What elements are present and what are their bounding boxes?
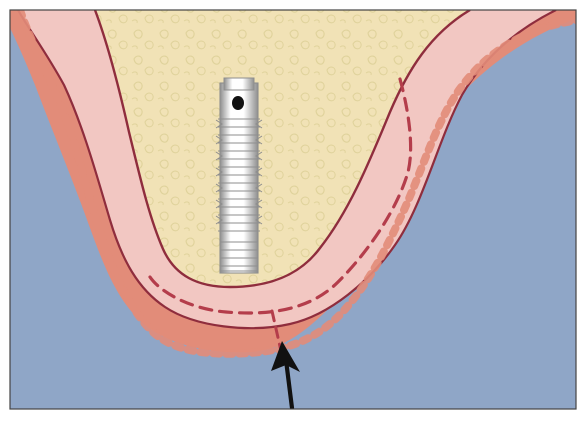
implant-hex-hole bbox=[232, 96, 244, 110]
implant-collar bbox=[220, 242, 258, 271]
diagram-content bbox=[10, 10, 578, 409]
dental-implant-icon bbox=[216, 78, 262, 273]
implant-head bbox=[224, 78, 254, 90]
